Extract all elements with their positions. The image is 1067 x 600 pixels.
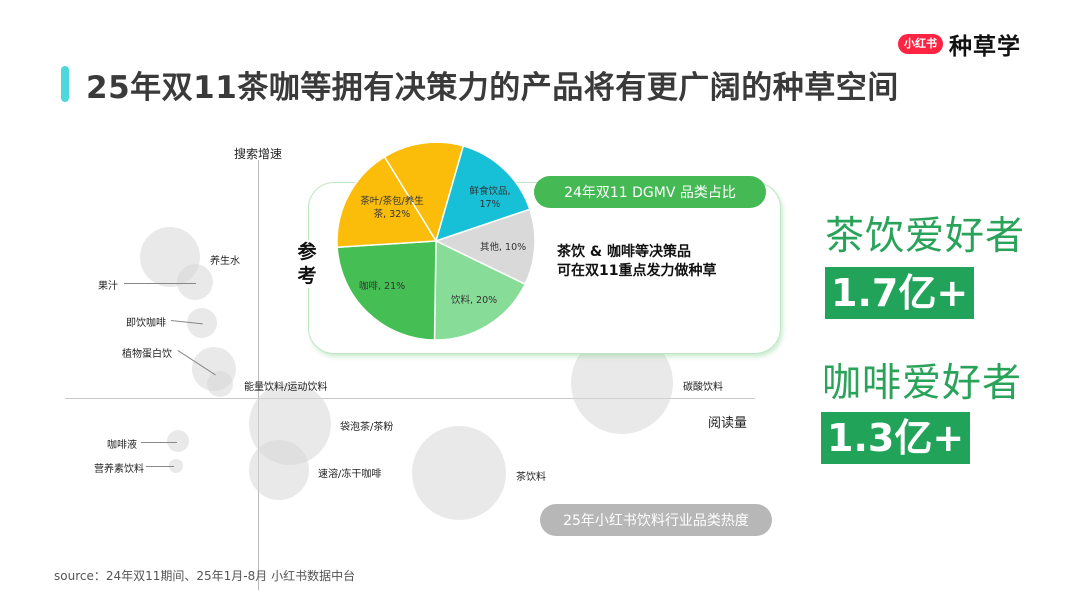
pie-slice-tea[interactable]: [383, 142, 465, 243]
pie-label-coffee: 咖啡, 21%: [359, 281, 406, 292]
title-accent-bar: [61, 66, 69, 102]
leader-line: [146, 466, 174, 467]
bubble-label: 果汁: [98, 281, 118, 292]
leader-line: [141, 442, 177, 443]
logo-badge: 小红书: [898, 34, 943, 54]
bubble-surong-kafei[interactable]: [249, 440, 309, 500]
leader-line: [124, 283, 196, 284]
pie-label-beverages: 饮料, 20%: [451, 295, 498, 306]
pie-slice-beverages[interactable]: [433, 239, 527, 340]
tea-lovers-label: 茶饮爱好者: [825, 214, 1026, 259]
source-note: source：24年双11期间、25年1月-8月 小红书数据中台: [54, 569, 356, 583]
bubble-yingyangsu[interactable]: [169, 459, 183, 473]
tea-lovers-value: 1.7亿+: [825, 267, 975, 319]
pie-label-text: 茶叶/茶包/养生茶, 32%: [360, 196, 424, 220]
bubble-label: 咖啡液: [107, 440, 137, 451]
reference-side-label: 参考: [296, 240, 318, 288]
bubble-label: 即饮咖啡: [126, 318, 166, 329]
bubble-nengliang-yinliao[interactable]: [207, 371, 233, 397]
reference-note: 茶饮 & 咖啡等决策品 可在双11重点发力做种草: [557, 243, 716, 281]
dgmv-pie-chart: [337, 142, 535, 340]
y-axis: [258, 160, 259, 590]
pie-slice-other[interactable]: [434, 208, 535, 286]
bubble-label: 茶饮料: [516, 472, 546, 483]
x-axis: [65, 398, 755, 399]
bubble-cha-yinliao[interactable]: [412, 426, 506, 520]
bubble-label: 速溶/冻干咖啡: [318, 469, 382, 480]
pie-slice-tea-cont[interactable]: [337, 155, 438, 248]
pie-label-other: 其他, 10%: [480, 242, 527, 253]
x-axis-label: 阅读量: [708, 416, 748, 431]
bubble-label: 袋泡茶/茶粉: [340, 422, 394, 433]
dgmv-title-pill: 24年双11 DGMV 品类占比: [534, 176, 766, 208]
bubble-label: 能量饮料/运动饮料: [244, 382, 328, 393]
bubble-kafeiye[interactable]: [167, 430, 189, 452]
bubble-label: 养生水: [210, 256, 240, 267]
pie-label-fresh: 鲜食饮品, 17%: [469, 186, 511, 210]
note-line-2: 可在双11重点发力做种草: [557, 263, 717, 279]
coffee-lovers-label: 咖啡爱好者: [822, 361, 1023, 406]
bubble-label: 营养素饮料: [94, 464, 144, 475]
bubble-guozhi[interactable]: [177, 264, 213, 300]
logo-text: 种草学: [949, 34, 1021, 60]
xiaohongshu-logo: 小红书 种草学: [898, 30, 1021, 60]
heat-title-pill: 25年小红书饮料行业品类热度: [540, 504, 772, 536]
y-axis-label: 搜索增速: [234, 147, 283, 161]
pie-slice-coffee[interactable]: [337, 240, 437, 340]
page-title: 25年双11茶咖等拥有决策力的产品将有更广阔的种草空间: [86, 70, 899, 106]
bubble-label: 碳酸饮料: [683, 382, 723, 393]
bubble-label: 植物蛋白饮: [122, 349, 172, 360]
coffee-lovers-value: 1.3亿+: [821, 412, 971, 464]
pie-label-tea: 茶叶/茶包/养生茶, 32%: [356, 195, 428, 221]
note-line-1: 茶饮 & 咖啡等决策品: [557, 244, 691, 260]
